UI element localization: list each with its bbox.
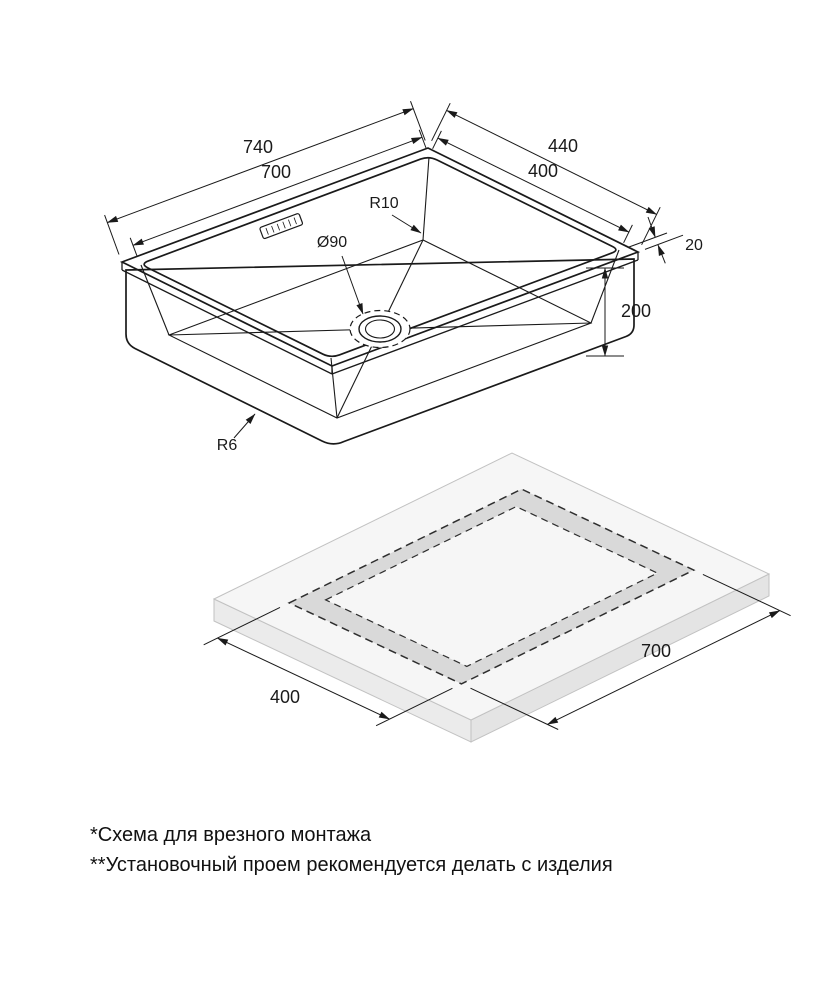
sink-drain <box>349 309 411 349</box>
dimension-cutout-depth: 400 <box>203 606 453 727</box>
dimension-bottom-radius: R6 <box>217 413 256 454</box>
cutout-line-outer-dashed <box>287 488 696 685</box>
dim-label-rim-width: 20 <box>685 237 703 254</box>
sink-body <box>125 258 635 445</box>
dimension-rim-width: 20 <box>628 216 703 264</box>
dim-label-cutout-width: 700 <box>641 641 671 661</box>
dim-label-drain-diameter: Ø90 <box>317 234 347 251</box>
dim-label-bowl-depth: 200 <box>621 301 651 321</box>
dim-label-corner-radius: R10 <box>369 195 398 212</box>
sink-bowl-interior <box>140 156 620 419</box>
sink-dimensions: 740 700 440 400 20 <box>104 101 703 454</box>
sink-isometric-view <box>119 147 641 445</box>
dim-label-outer-width: 740 <box>243 137 273 157</box>
dimension-corner-radius: R10 <box>369 195 422 234</box>
dimension-bowl-depth: 200 <box>586 267 651 357</box>
dim-label-cutout-depth: 400 <box>270 687 300 707</box>
footnote-cutout-recommendation: **Установочный проем рекомендуется делат… <box>90 854 613 876</box>
dim-label-inner-depth: 400 <box>528 161 558 181</box>
dim-label-bottom-radius: R6 <box>217 437 238 454</box>
drain-ring-inner <box>364 319 396 339</box>
dimension-inner-width: 700 <box>129 129 427 257</box>
cutout-dimensions: 400 700 <box>203 573 791 730</box>
cutout-band <box>289 489 694 684</box>
dimension-inner-depth: 400 <box>432 130 633 244</box>
countertop-top-surface <box>212 452 771 721</box>
dimension-cutout-width: 700 <box>470 573 791 730</box>
dim-label-outer-depth: 440 <box>548 136 578 156</box>
footnote-mounting-scheme: *Схема для врезного монтажа <box>90 824 372 846</box>
sink-inner-rim <box>143 156 617 358</box>
dim-label-inner-width: 700 <box>261 162 291 182</box>
footnotes: *Схема для врезного монтажа **Установочн… <box>90 824 613 876</box>
dimension-drain-diameter: Ø90 <box>317 234 364 315</box>
